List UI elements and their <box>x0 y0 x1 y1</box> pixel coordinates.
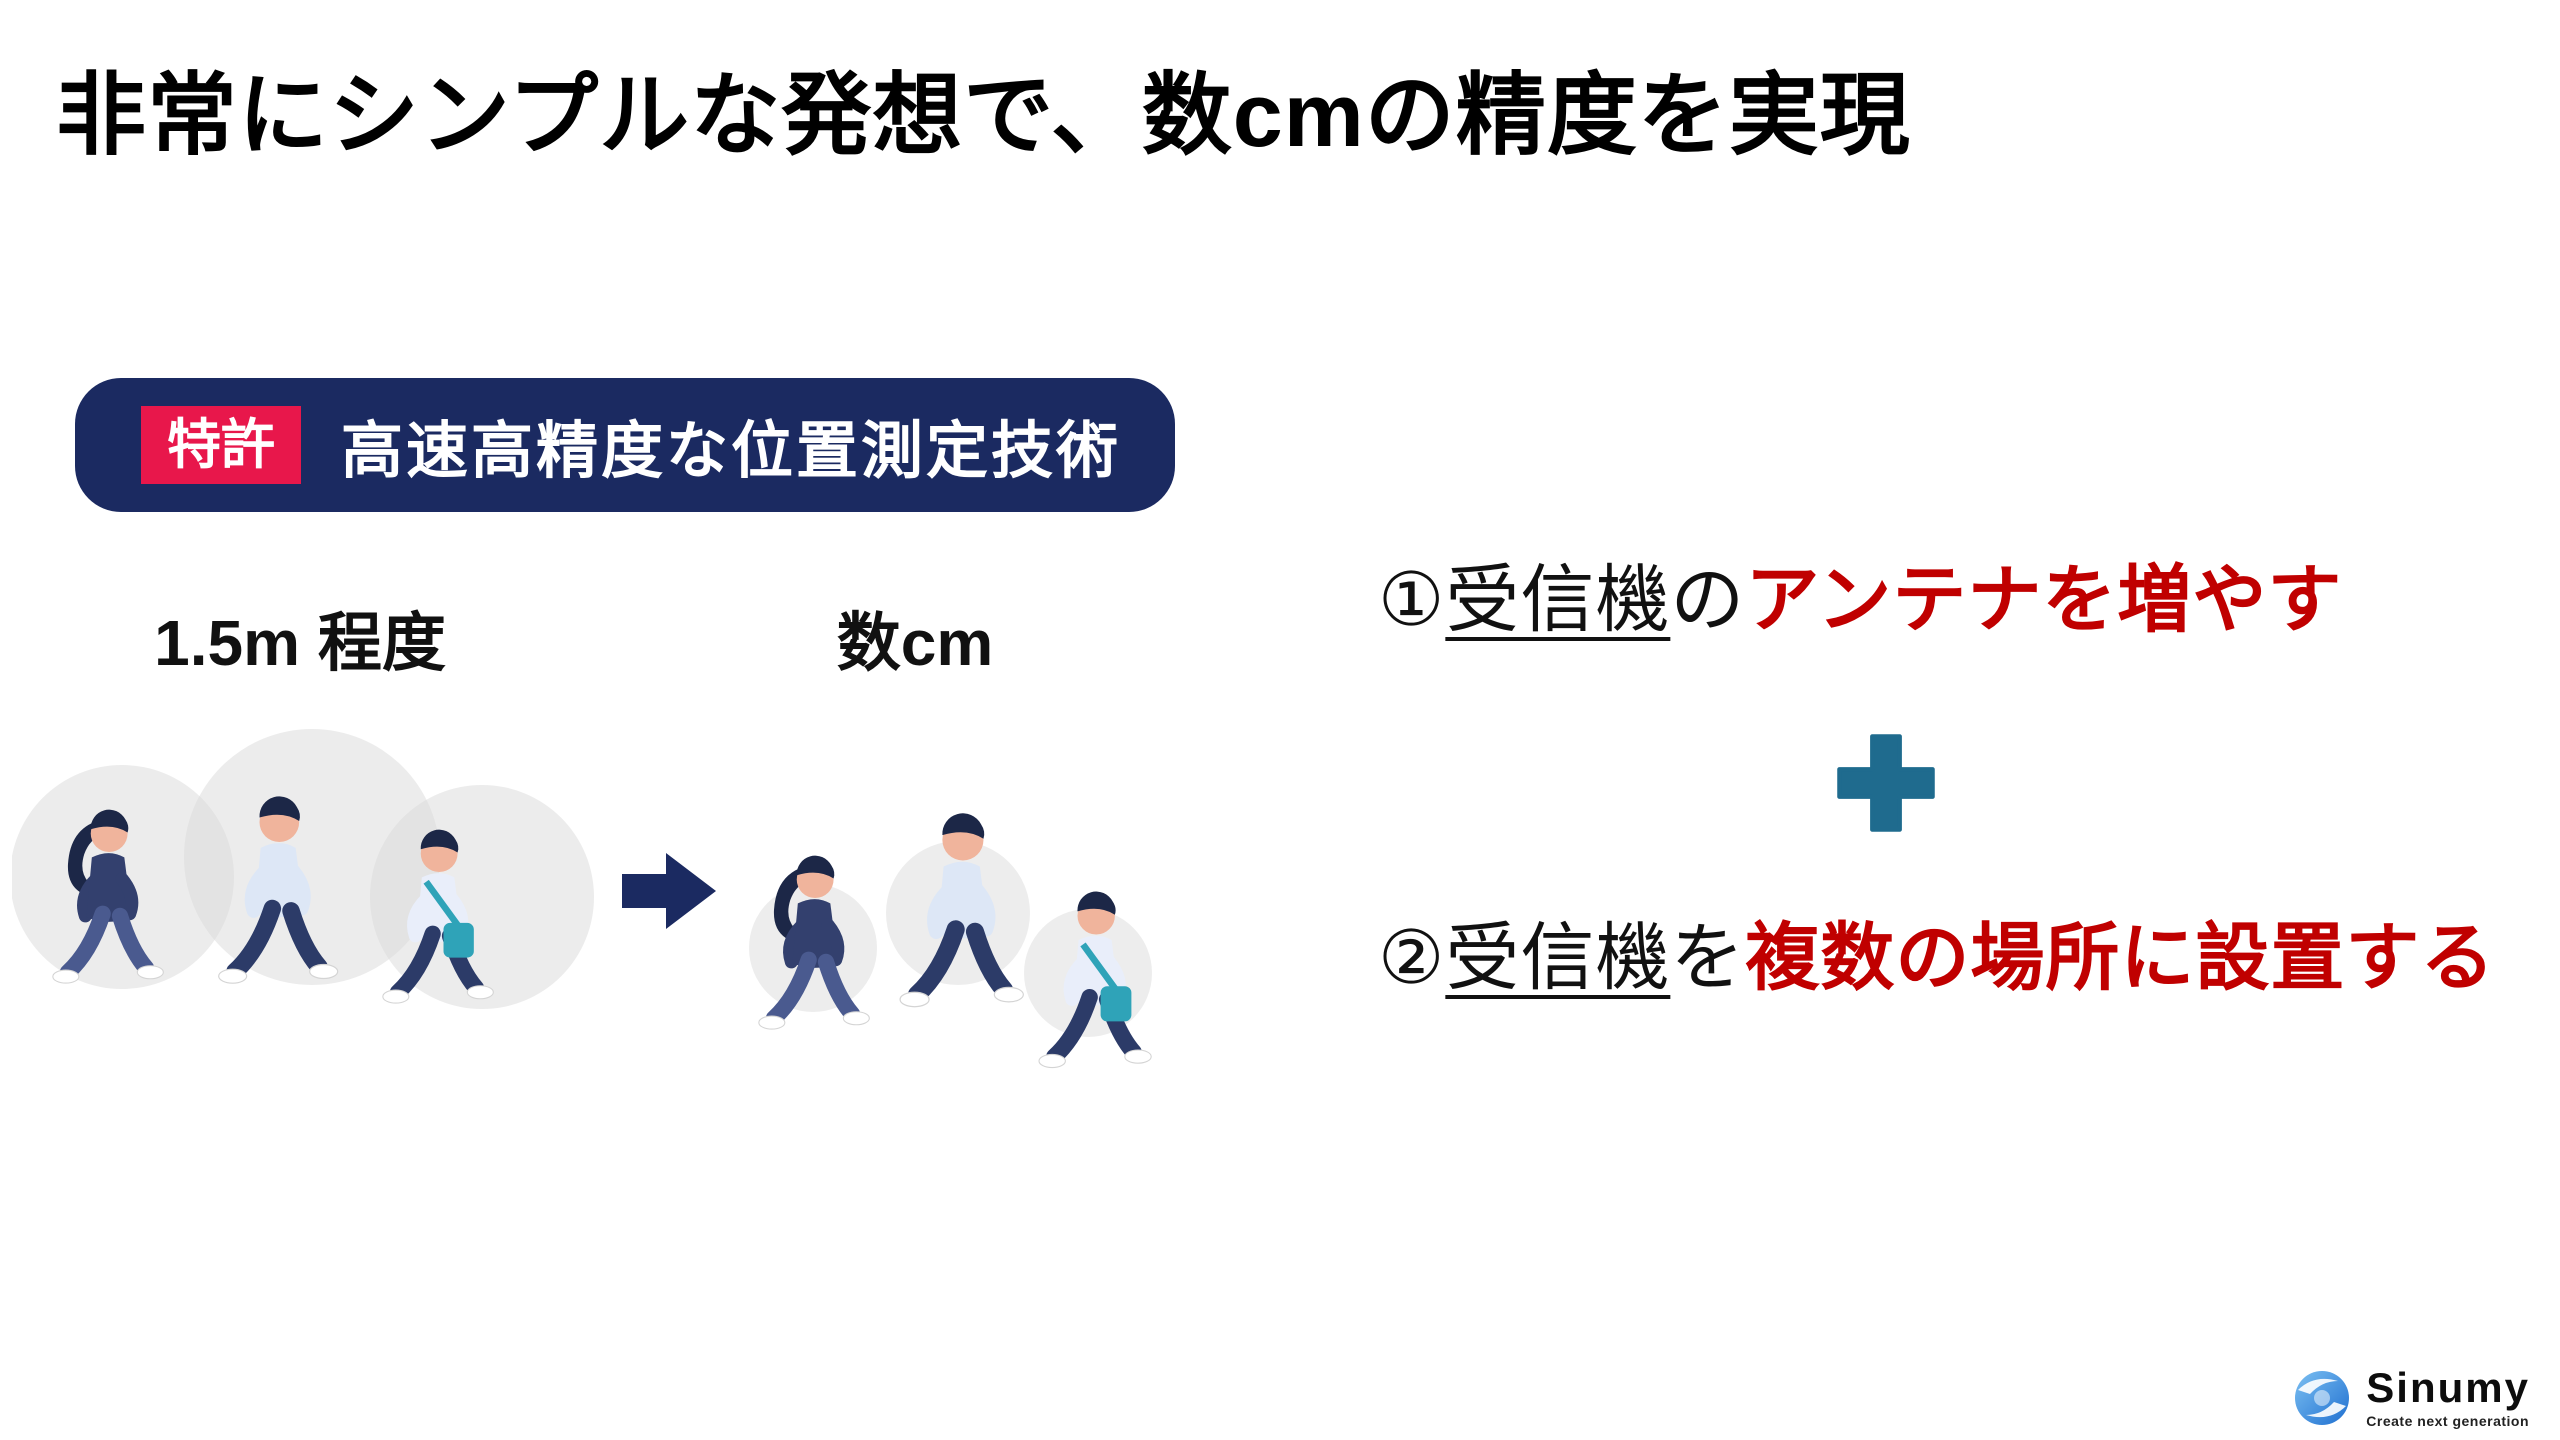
method-1-subject: 受信機 <box>1445 558 1671 641</box>
sinumy-logo: Sinumy Create next generation <box>2290 1366 2530 1430</box>
logo-name: Sinumy <box>2366 1364 2530 1411</box>
method-2-action: 複数の場所に設置する <box>1745 916 2496 999</box>
method-1-particle: の <box>1670 558 1746 641</box>
plus-icon <box>1833 730 1939 836</box>
method-1-action: アンテナを増やす <box>1745 558 2343 641</box>
method-1-text: ①受信機のアンテナを増やす <box>1378 540 2342 647</box>
method-2-text: ②受信機を複数の場所に設置する <box>1378 898 2495 1005</box>
sinumy-logo-text: Sinumy Create next generation <box>2366 1364 2530 1430</box>
method-2-number: ② <box>1378 916 1446 999</box>
patent-banner-label: 高速高精度な位置測定技術 <box>341 417 1122 486</box>
method-2-particle: を <box>1670 916 1746 999</box>
accuracy-after-label: 数cm <box>836 607 994 679</box>
people-before-illustration <box>12 729 594 1009</box>
people-after-illustration <box>749 812 1178 1128</box>
patent-banner: 特許 高速高精度な位置測定技術 <box>75 378 1175 512</box>
logo-tagline: Create next generation <box>2366 1413 2530 1429</box>
method-2-subject: 受信機 <box>1445 916 1671 999</box>
right-arrow-icon <box>622 850 718 932</box>
patent-badge: 特許 <box>141 405 301 485</box>
sinumy-swirl-icon <box>2295 1371 2350 1425</box>
page-title: 非常にシンプルな発想で、数cmの精度を実現 <box>56 66 1911 166</box>
accuracy-before-label: 1.5m 程度 <box>154 607 446 679</box>
method-1-number: ① <box>1378 558 1446 641</box>
